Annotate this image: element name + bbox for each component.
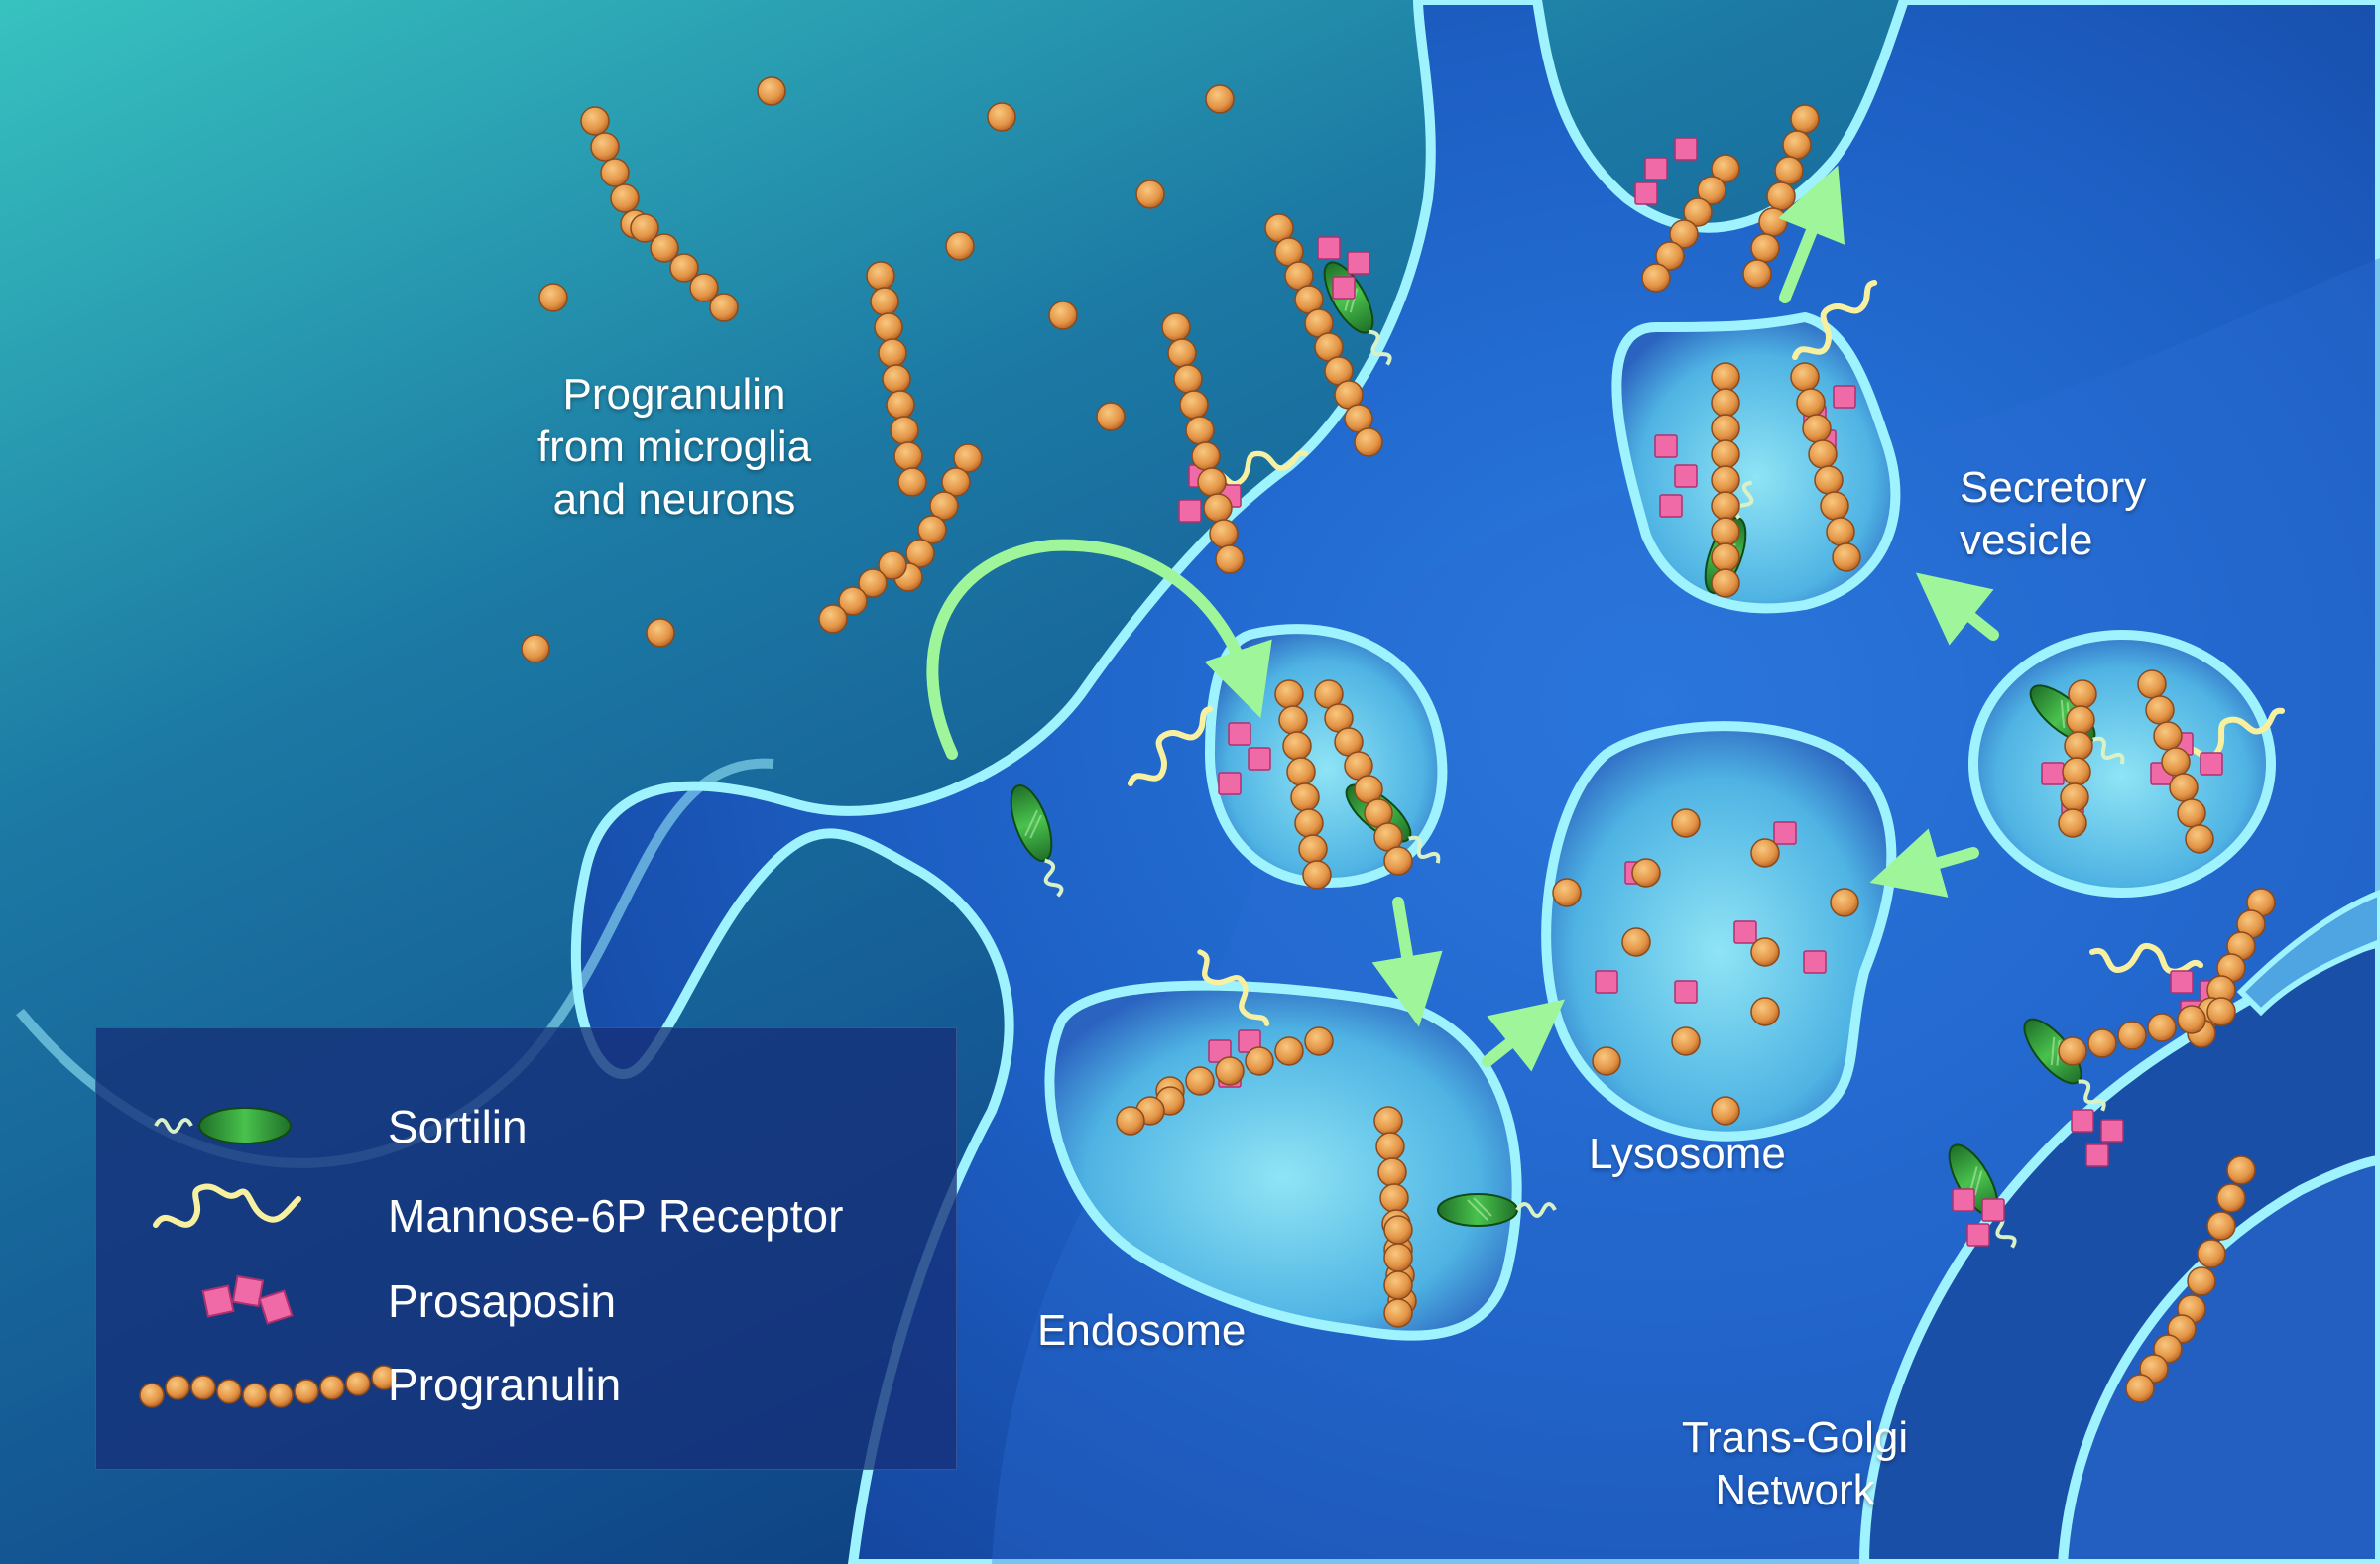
label-line: from microglia [536,421,812,471]
legend-row-sortilin: Sortilin [96,1086,956,1165]
lysosome [1541,721,1897,1142]
progranulin-molecules [521,76,2276,1403]
label-line: Trans-Golgi [1681,1413,1909,1462]
label-line: Progranulin [562,370,786,419]
prosaposin-icon [201,1274,294,1325]
legend-label: Progranulin [388,1359,622,1410]
secretory-vesicle-label: Secretory vesicle [1960,462,2257,567]
label-line: and neurons [552,474,796,524]
mannose-6p-receptor-icon [153,1183,301,1228]
legend: Sortilin Mannose-6P Receptor Prosaposin … [95,1027,957,1470]
sortilin-icon [154,1107,292,1144]
trans-golgi-network [1858,889,2380,1564]
trafficking-arrows [926,165,1999,1072]
label-line: vesicle [1960,515,2093,564]
legend-label: Prosaposin [388,1275,617,1327]
progranulin-source-label: Progranulin from microglia and neurons [476,369,873,526]
legend-row-prosaposin: Prosaposin [96,1261,956,1340]
label-line: Secretory [1960,463,2147,512]
cell-body [570,0,2380,1564]
label-line: Network [1715,1465,1875,1514]
legend-row-m6p-receptor: Mannose-6P Receptor [96,1175,956,1255]
legend-label: Mannose-6P Receptor [388,1190,844,1242]
legend-label: Sortilin [388,1101,528,1152]
secretory-vesicle [1611,311,1901,614]
trans-golgi-label: Trans-Golgi Network [1587,1412,2003,1517]
progranulin-icon [139,1365,397,1408]
legend-row-progranulin: Progranulin [96,1344,956,1423]
lysosome-label: Lysosome [1589,1130,1786,1178]
endosome-label: Endosome [1037,1306,1247,1355]
